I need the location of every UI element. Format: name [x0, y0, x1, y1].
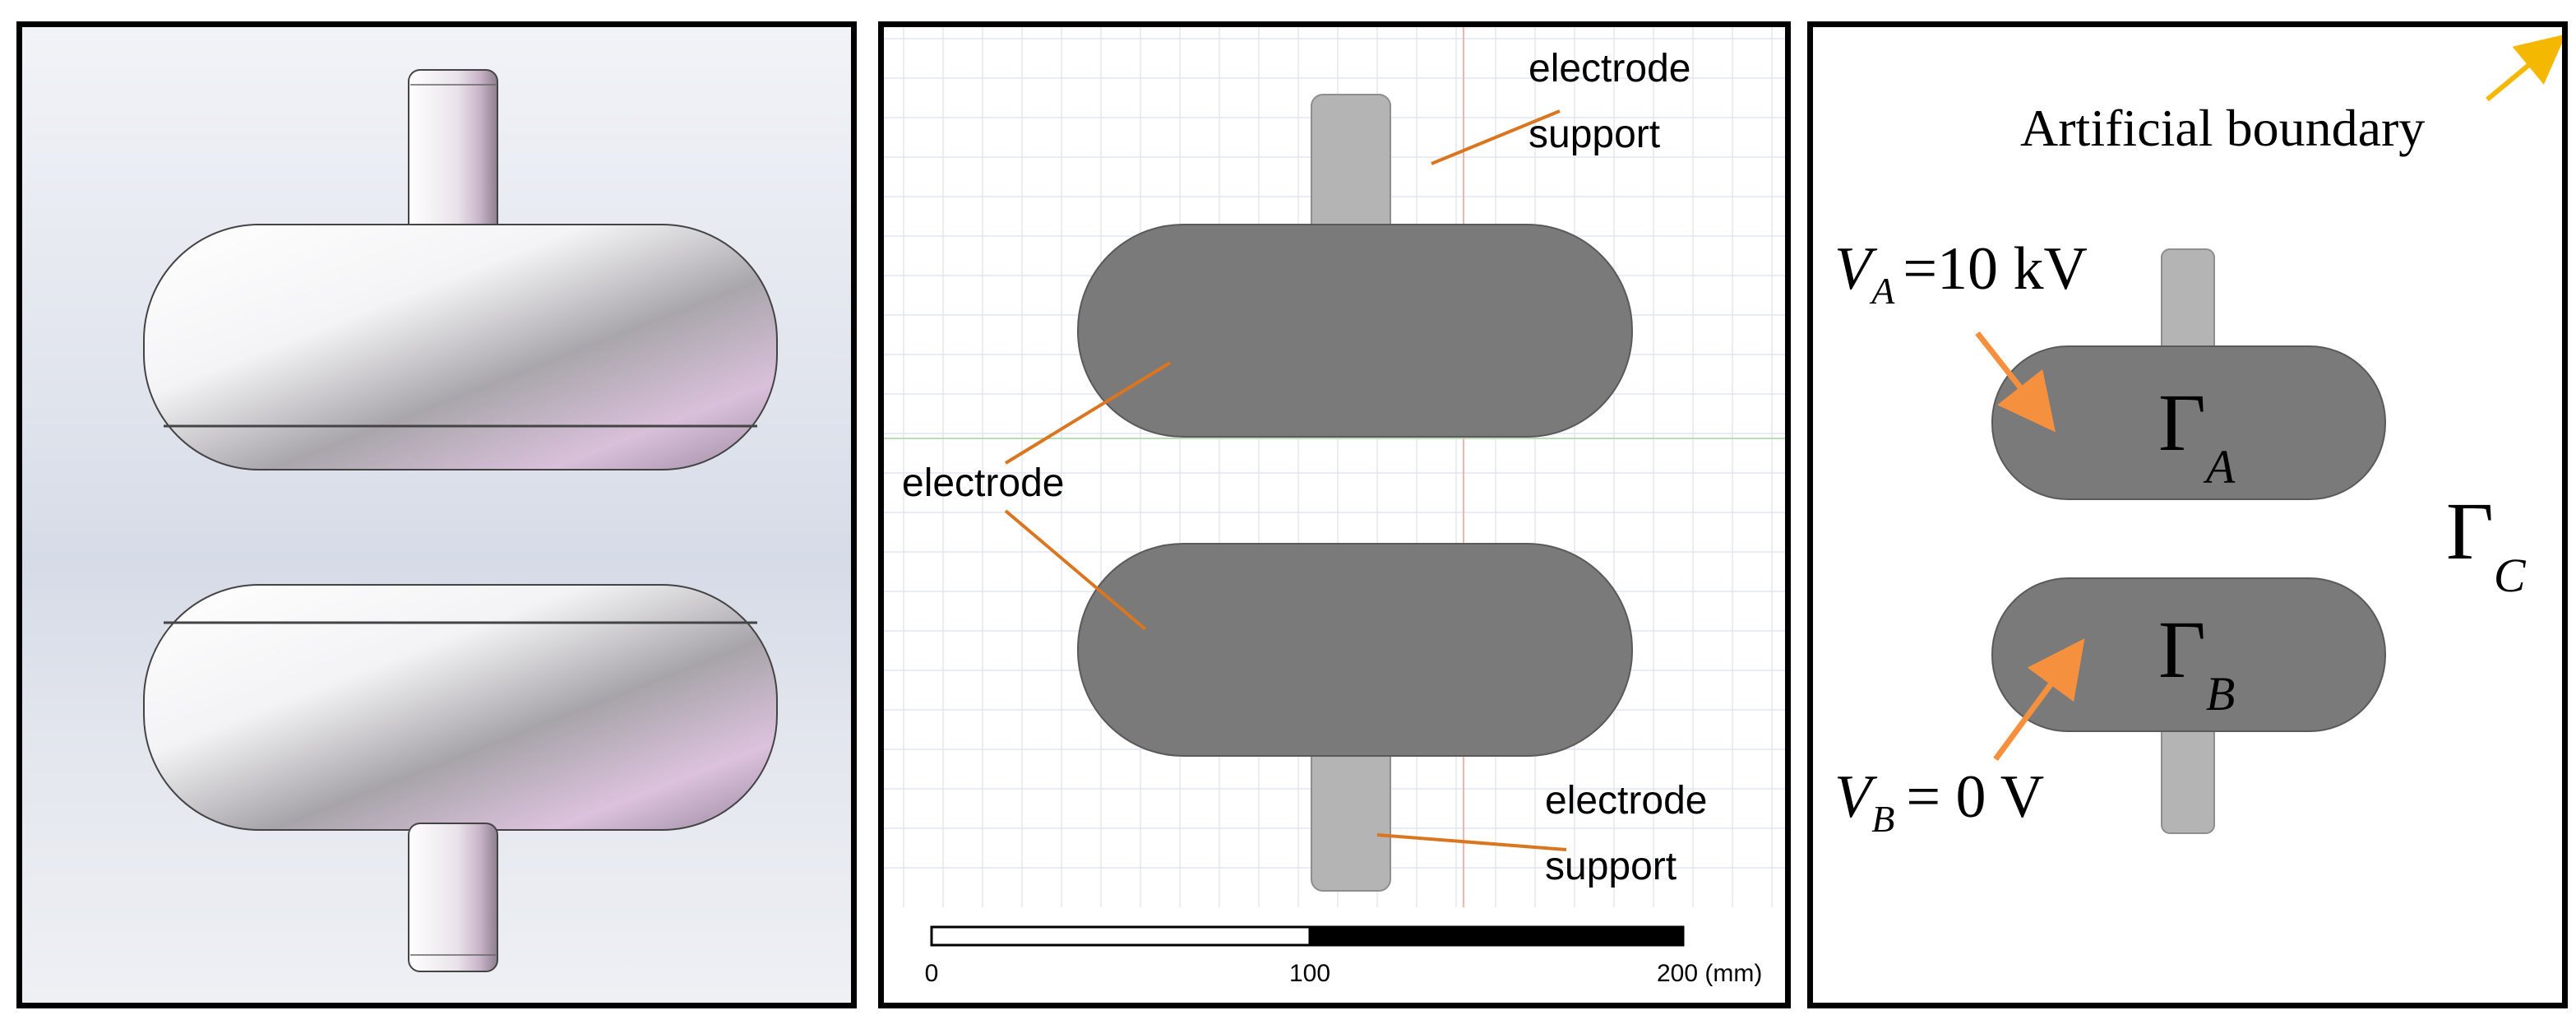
support-rod-bottom-3d	[408, 823, 498, 972]
model-2d-svg: electrode support electrode electrode su…	[884, 27, 1785, 987]
label-electrode: electrode	[902, 461, 1064, 505]
leader-line	[1004, 509, 1147, 631]
arrow-va	[1975, 331, 2056, 433]
electrode-a	[1991, 345, 2386, 500]
label-gamma-c: ΓC	[2446, 485, 2527, 602]
scale-bar: 0 100 200 (mm)	[925, 925, 1762, 987]
electrode-top-3d	[143, 224, 778, 470]
scale-tick-100: 100	[1289, 960, 1330, 987]
label-artificial-boundary: Artificial boundary	[2020, 99, 2425, 157]
electrode-top	[1077, 224, 1633, 438]
arrow-vb	[1993, 638, 2085, 762]
panel-boundary-conditions: Artificial boundary VA=10 kV VB= 0 V ΓA …	[1807, 21, 2568, 1008]
scale-tick-0: 0	[925, 960, 939, 987]
label-electrode-support-top: electrode	[1528, 47, 1690, 90]
label-electrode-support-bottom: electrode	[1545, 779, 1707, 823]
leader-line	[1376, 833, 1567, 851]
panel-2d-model: electrode support electrode electrode su…	[878, 21, 1791, 1008]
leader-line	[1431, 109, 1561, 165]
scale-tick-200: 200 (mm)	[1657, 960, 1762, 987]
panel-3d-render	[16, 21, 857, 1008]
label-electrode-support-top-2: support	[1528, 113, 1660, 156]
support-rod-top-3d	[408, 69, 498, 235]
label-va: VA=10 kV	[1834, 235, 2088, 312]
label-gamma-a: ΓA	[2158, 377, 2236, 494]
electrode-b	[1991, 577, 2386, 732]
bc-svg: Artificial boundary VA=10 kV VB= 0 V ΓA …	[1834, 34, 2562, 840]
render-3d-svg	[143, 69, 778, 972]
label-electrode-support-bottom-2: support	[1545, 845, 1676, 888]
leader-line	[1004, 361, 1172, 465]
artificial-boundary-arrow	[2486, 34, 2562, 102]
electrode-bottom	[1077, 543, 1633, 757]
label-vb: VB= 0 V	[1834, 763, 2044, 840]
label-gamma-b: ΓB	[2158, 604, 2235, 721]
